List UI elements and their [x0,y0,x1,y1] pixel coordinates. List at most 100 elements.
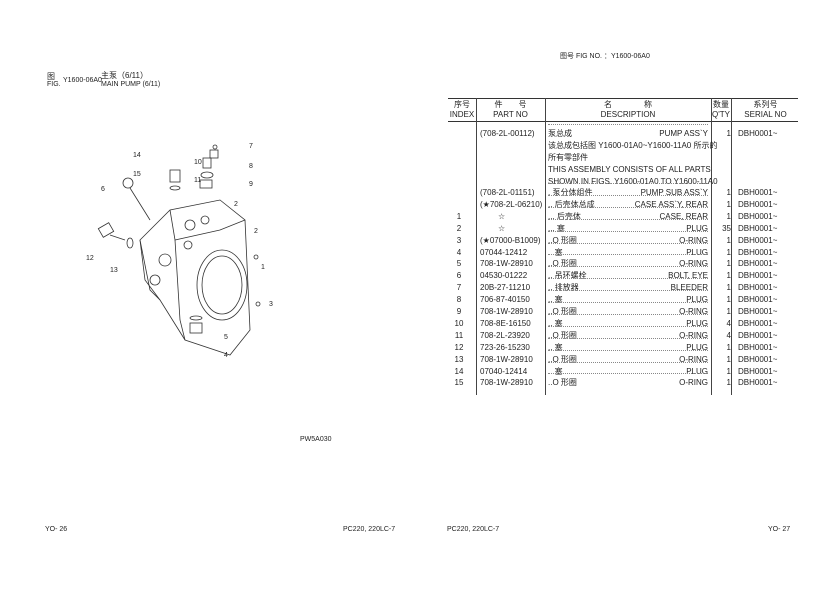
part-no: 723-26-15230 [480,342,530,352]
part-no: (708-2L-01151) [480,188,535,197]
callout-5: 5 [224,334,228,341]
part-no: 07044-12412 [480,247,528,257]
qty: 1 [726,366,731,376]
index: 1 [456,211,462,221]
index: 15 [454,378,464,388]
table-header-rule [448,121,798,122]
serial-no: DBH0001~ [738,223,778,233]
serial-no: DBH0001~ [738,378,778,388]
index: 4 [456,247,462,257]
part-no: (★708-2L-06210) [480,199,543,209]
col-divider [731,98,734,395]
serial-no: DBH0001~ [738,307,778,316]
part-no: (★07000-B1009) [480,235,541,245]
qty: 1 [726,188,731,197]
qty: 1 [726,307,731,316]
callout-11: 11 [194,177,202,184]
serial-no: DBH0001~ [738,342,778,352]
callout-2b: 2 [254,228,258,235]
callout-1: 1 [261,264,265,271]
model-left: PC220, 220LC-7 [343,526,396,533]
part-no: 708-1W-28910 [480,259,533,269]
index: 12 [454,342,464,352]
callout-12: 12 [86,255,94,262]
callout-13: 13 [110,267,118,274]
qty: 4 [726,330,731,340]
serial-no: DBH0001~ [738,247,778,257]
index: 11 [454,330,464,340]
col-divider [476,98,477,395]
index: 2 [456,223,462,233]
part-no: 708-1W-28910 [480,307,533,316]
index: 14 [454,366,464,376]
serial-no: DBH0001~ [738,188,778,197]
serial-no: DBH0001~ [738,295,778,305]
callout-6: 6 [101,186,105,193]
assembly-note: 该总成包括图 Y1600-01A0~Y1600-11A0 所示的 所有零部件 T… [548,141,718,186]
callout-9: 9 [249,181,253,188]
part-no: 04530-01222 [480,271,528,281]
qty: 1 [726,129,731,138]
serial-no: DBH0001~ [738,211,778,221]
fig-title-cn: 主泵（6/11） [101,71,148,80]
model-right: PC220, 220LC-7 [447,526,500,533]
fig-label-cn: 图 [47,72,55,81]
index: 7 [456,283,462,293]
qty: 1 [726,247,731,257]
part-no: 708-2L-23920 [480,330,530,340]
serial-no: DBH0001~ [738,283,778,293]
drawing-code: PW5A030 [300,436,332,443]
qty: 1 [726,295,731,305]
fig-number-header: 图号 FIG NO. ：Y1600-06A0 [560,53,650,60]
qty: 1 [726,283,731,293]
serial-no: DBH0001~ [738,199,778,209]
qty: 4 [726,318,731,328]
part-no: 708-1W-28910 [480,378,533,388]
callout-3: 3 [269,301,273,308]
col-divider [545,98,546,395]
qty: 1 [726,259,731,269]
qty: 1 [726,378,731,388]
index: 6 [456,271,462,281]
part-no: ☆ [498,223,506,233]
page-number-right: YO- 27 [768,526,791,533]
callout-10: 10 [194,159,202,166]
callout-8: 8 [249,163,253,170]
callout-14: 14 [133,152,141,159]
serial-no: DBH0001~ [738,129,778,138]
index: 13 [454,354,464,364]
part-no: 20B-27-11210 [480,283,531,293]
qty: 1 [726,235,731,245]
main-pump-exploded-drawing [97,144,261,356]
index: 9 [456,307,462,316]
page-number-left: YO- 26 [45,526,68,533]
callout-2a: 2 [234,201,238,208]
qty: 1 [726,199,731,209]
qty: 1 [726,271,731,281]
index: 8 [456,295,462,305]
fig-number: Y1600-06A0 [63,77,102,84]
